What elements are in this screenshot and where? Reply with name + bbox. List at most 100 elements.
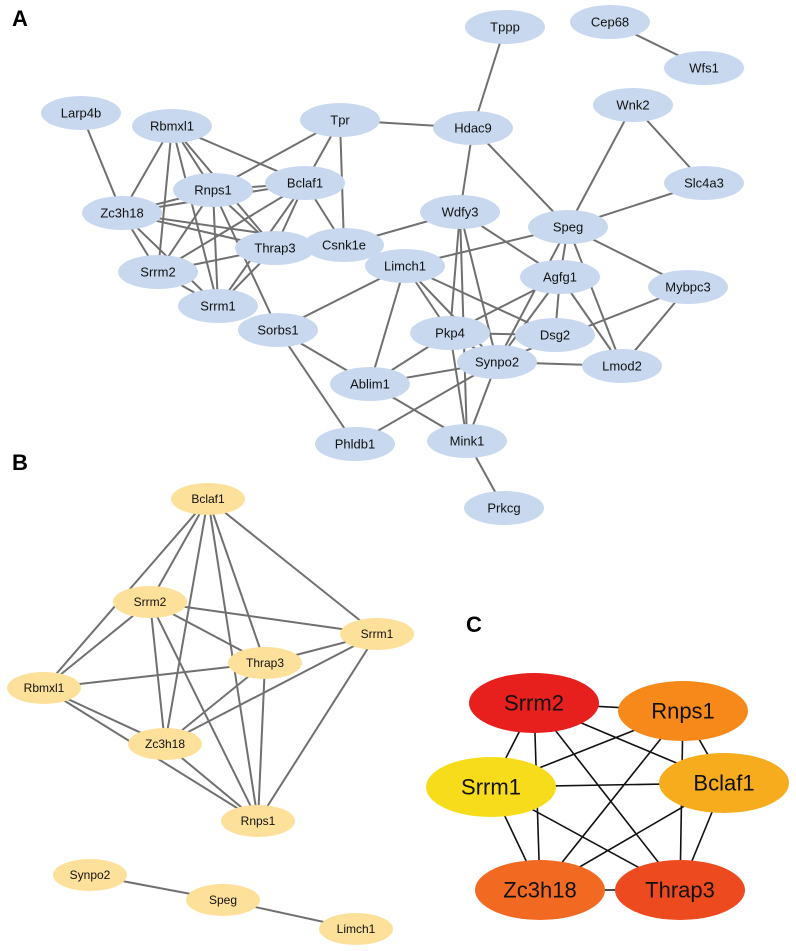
a-edge-wdfy3-pkp4	[449, 211, 461, 334]
a-node-shape-bclaf1	[265, 166, 345, 200]
b-node-shape-zc3h18	[128, 728, 202, 760]
a-node-shape-mink1	[427, 424, 507, 458]
b-node-shape-speg	[186, 884, 260, 916]
b-node-label-speg: Speg	[209, 893, 237, 907]
a-edge-rnps1-sorbs1	[212, 189, 279, 331]
a-node-shape-sorbs1	[238, 313, 318, 347]
a-node-synpo2: Synpo2	[457, 345, 537, 379]
a-node-rnps1: Rnps1	[173, 173, 253, 207]
a-node-label-limch1: Limch1	[384, 259, 426, 274]
a-node-ablim1: Ablim1	[330, 367, 410, 401]
b-node-synpo2: Synpo2	[53, 859, 127, 891]
b-node-rbmxl1: Rbmxl1	[7, 672, 81, 704]
a-node-shape-mybpc3	[648, 270, 728, 304]
a-node-label-rbmxl1: Rbmxl1	[150, 119, 194, 134]
c-node-shape-srrm2	[469, 673, 599, 733]
a-node-prkcg: Prkcg	[464, 491, 544, 525]
a-node-csnk1e: Csnk1e	[304, 228, 384, 262]
c-node-srrm2: Srrm2	[469, 673, 599, 733]
a-node-label-ablim1: Ablim1	[350, 377, 390, 392]
panel-label-c: C	[466, 612, 482, 637]
a-node-hdac9: Hdac9	[433, 111, 513, 145]
c-node-thrap3: Thrap3	[615, 860, 745, 920]
a-node-shape-agfg1	[520, 260, 600, 294]
b-node-zc3h18: Zc3h18	[128, 728, 202, 760]
a-edge-hdac9-speg	[472, 127, 569, 228]
b-edge-srrm2-srrm1	[149, 601, 378, 635]
a-node-label-agfg1: Agfg1	[543, 270, 577, 285]
a-node-label-slc4a3: Slc4a3	[684, 176, 724, 191]
b-edge-srrm1-zc3h18	[164, 633, 378, 745]
a-node-shape-csnk1e	[304, 228, 384, 262]
a-node-rbmxl1: Rbmxl1	[132, 109, 212, 143]
a-node-label-rnps1: Rnps1	[194, 183, 232, 198]
a-node-label-pkp4: Pkp4	[435, 326, 465, 341]
a-node-shape-synpo2	[457, 345, 537, 379]
a-node-sorbs1: Sorbs1	[238, 313, 318, 347]
a-node-label-tppp: Tppp	[490, 20, 520, 35]
b-node-shape-thrap3	[228, 647, 302, 679]
c-node-label-rnps1: Rnps1	[651, 699, 715, 724]
b-node-label-srrm2: Srrm2	[134, 595, 167, 609]
a-node-wdfy3: Wdfy3	[420, 195, 500, 229]
b-node-bclaf1: Bclaf1	[171, 483, 245, 515]
a-node-label-srrm2: Srrm2	[140, 265, 175, 280]
a-edge-rbmxl1-srrm2	[157, 125, 173, 273]
b-edge-bclaf1-thrap3	[207, 498, 266, 664]
b-edge-bclaf1-srrm1	[207, 498, 378, 635]
a-node-shape-lmod2	[582, 349, 662, 383]
b-node-rnps1: Rnps1	[221, 805, 295, 837]
b-node-srrm1: Srrm1	[340, 618, 414, 650]
c-node-rnps1: Rnps1	[618, 681, 748, 741]
b-node-srrm2: Srrm2	[113, 586, 187, 618]
a-node-shape-limch1	[365, 249, 445, 283]
a-node-shape-rnps1	[173, 173, 253, 207]
a-node-limch1: Limch1	[365, 249, 445, 283]
a-node-dsg2: Dsg2	[515, 318, 595, 352]
b-node-shape-bclaf1	[171, 483, 245, 515]
c-node-shape-zc3h18	[475, 860, 605, 920]
c-node-shape-thrap3	[615, 860, 745, 920]
c-node-label-zc3h18: Zc3h18	[503, 878, 576, 903]
c-node-label-srrm1: Srrm1	[461, 775, 521, 800]
a-node-label-zc3h18: Zc3h18	[100, 206, 143, 221]
a-edge-pkp4-mink1	[449, 332, 468, 442]
a-edge-limch1-ablim1	[369, 265, 406, 385]
a-node-shape-srrm1	[178, 289, 258, 323]
b-node-shape-rbmxl1	[7, 672, 81, 704]
a-node-srrm2: Srrm2	[118, 255, 198, 289]
a-node-thrap3: Thrap3	[235, 231, 315, 265]
panel-label-b: B	[12, 450, 28, 475]
a-node-label-prkcg: Prkcg	[487, 501, 520, 516]
b-edge-srrm2-zc3h18	[149, 601, 166, 745]
a-node-label-wdfy3: Wdfy3	[442, 205, 479, 220]
c-node-label-srrm2: Srrm2	[504, 691, 564, 716]
b-node-label-srrm1: Srrm1	[361, 627, 394, 641]
b-node-shape-limch1	[319, 913, 393, 945]
b-node-label-limch1: Limch1	[337, 922, 376, 936]
a-node-shape-wnk2	[593, 88, 673, 122]
a-node-shape-slc4a3	[664, 166, 744, 200]
a-node-shape-wfs1	[664, 51, 744, 85]
b-edge-thrap3-rnps1	[257, 662, 266, 822]
panel-label-a: A	[12, 6, 28, 31]
c-node-bclaf1: Bclaf1	[659, 753, 789, 813]
a-node-label-synpo2: Synpo2	[475, 355, 519, 370]
a-node-label-cep68: Cep68	[591, 15, 629, 30]
a-node-shape-hdac9	[433, 111, 513, 145]
a-node-zc3h18: Zc3h18	[82, 196, 162, 230]
b-node-label-synpo2: Synpo2	[70, 868, 111, 882]
a-node-shape-speg	[528, 210, 608, 244]
b-node-speg: Speg	[186, 884, 260, 916]
a-node-srrm1: Srrm1	[178, 289, 258, 323]
a-node-label-csnk1e: Csnk1e	[322, 238, 366, 253]
b-node-label-zc3h18: Zc3h18	[145, 737, 185, 751]
b-edge-bclaf1-srrm2	[149, 498, 209, 603]
a-node-label-speg: Speg	[553, 220, 583, 235]
a-edge-speg-lmod2	[567, 226, 623, 367]
a-node-slc4a3: Slc4a3	[664, 166, 744, 200]
a-node-label-bclaf1: Bclaf1	[287, 176, 323, 191]
a-node-lmod2: Lmod2	[582, 349, 662, 383]
